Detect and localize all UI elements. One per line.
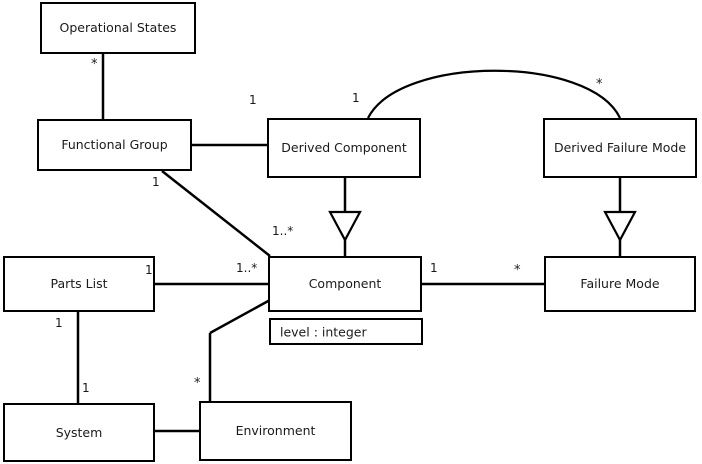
multiplicity-label-component-failure-mode-near-source: 1 — [430, 261, 438, 275]
class-box-environment[interactable]: Environment — [199, 401, 352, 461]
edge-derived-component-to-derived-failure-mode — [367, 69, 621, 119]
edge-functional-group-to-component — [161, 170, 271, 257]
class-name-system: System — [55, 424, 103, 440]
class-box-parts-list[interactable]: Parts List — [3, 256, 155, 312]
multiplicity-label-functional-group-component-near-source: 1 — [152, 175, 160, 189]
class-box-system[interactable]: System — [3, 403, 155, 462]
multiplicity-label-derived-component-arc: 1 — [352, 91, 360, 105]
class-attributes-component[interactable]: level : integer — [269, 318, 423, 345]
class-name-functional-group: Functional Group — [61, 137, 168, 153]
class-name-derived-component: Derived Component — [281, 140, 407, 156]
class-box-derived-failure-mode[interactable]: Derived Failure Mode — [543, 118, 697, 178]
class-box-component[interactable]: Component — [268, 256, 422, 312]
class-name-parts-list: Parts List — [50, 276, 108, 292]
multiplicity-label-parts-list-system-near-source: 1 — [55, 316, 63, 330]
class-box-derived-component[interactable]: Derived Component — [267, 118, 421, 178]
class-box-operational-states[interactable]: Operational States — [40, 2, 196, 54]
class-box-failure-mode[interactable]: Failure Mode — [544, 256, 696, 312]
generalization-triangle-failure-mode — [603, 210, 637, 243]
class-box-functional-group[interactable]: Functional Group — [37, 119, 192, 171]
class-attribute-component-level: level : integer — [280, 324, 367, 339]
multiplicity-label-operational-states-functional-group: * — [91, 57, 98, 72]
multiplicity-label-parts-list-component-near-target: 1..* — [236, 261, 258, 275]
class-name-operational-states: Operational States — [59, 20, 177, 36]
multiplicity-label-functional-group-component-near-target: 1..* — [272, 224, 294, 238]
multiplicity-label-functional-group-derived-component: 1 — [249, 93, 257, 107]
multiplicity-label-environment-component: * — [194, 376, 201, 391]
generalization-triangle-component — [328, 210, 362, 243]
class-name-component: Component — [308, 276, 382, 292]
edge-environment-to-component-diagonal — [209, 298, 271, 335]
class-name-environment: Environment — [235, 423, 316, 439]
multiplicity-label-derived-failure-mode-arc: * — [596, 77, 603, 92]
class-name-failure-mode: Failure Mode — [580, 276, 660, 292]
multiplicity-label-parts-list-component-near-source: 1 — [145, 263, 153, 277]
multiplicity-label-component-failure-mode-near-target: * — [514, 263, 521, 278]
multiplicity-label-parts-list-system-near-target: 1 — [82, 381, 90, 395]
class-name-derived-failure-mode: Derived Failure Mode — [553, 140, 687, 156]
